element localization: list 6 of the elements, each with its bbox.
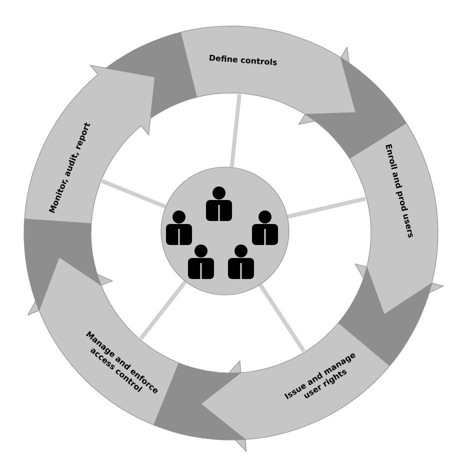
spoke-line xyxy=(230,94,242,168)
people-drawing xyxy=(160,166,290,296)
spoke-line xyxy=(139,280,187,340)
spoke-line xyxy=(258,284,306,352)
spoke-line xyxy=(101,179,166,209)
spoke-line xyxy=(287,196,366,219)
